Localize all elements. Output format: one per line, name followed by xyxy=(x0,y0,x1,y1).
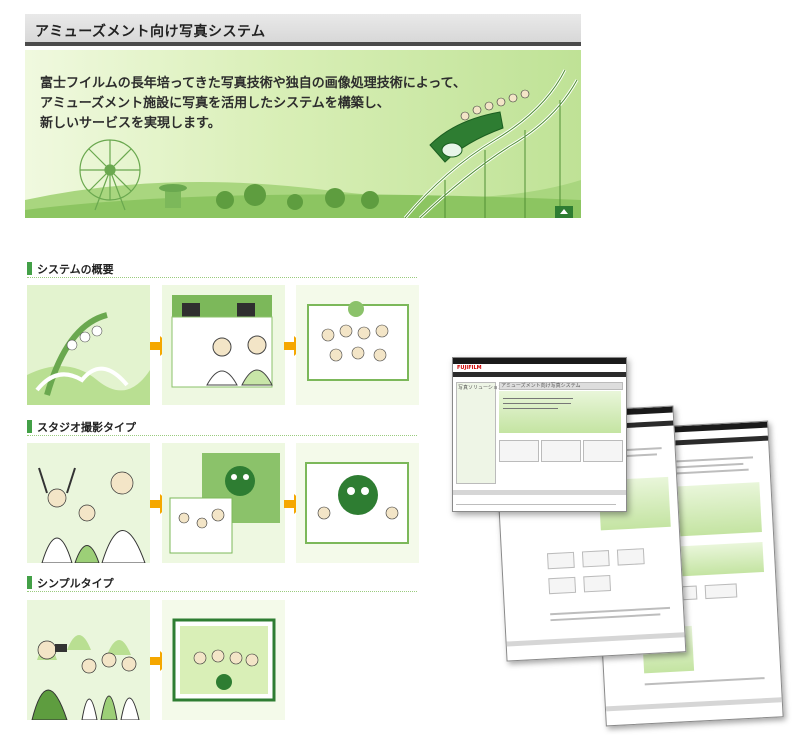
section-heading-overview: システムの概要 xyxy=(27,260,417,278)
thumb-title: アミューズメント向け写真システム xyxy=(501,383,581,389)
studio-panel-family xyxy=(27,443,150,563)
overview-panel-ride xyxy=(27,285,150,405)
hero-text-line-3: 新しいサービスを実現します。 xyxy=(40,116,221,131)
thumb-side-label: 写真ソリューション xyxy=(458,385,503,391)
section-title: システムの概要 xyxy=(37,263,114,276)
section-heading-studio: スタジオ撮影タイプ xyxy=(27,418,417,436)
fujifilm-logo: FUJIFILM xyxy=(457,365,482,371)
hero-text-line-2: アミューズメント施設に写真を活用したシステムを構築し、 xyxy=(40,96,390,111)
roller-coaster-illustration xyxy=(25,69,581,218)
hero-banner: 富士フイルムの長年培ってきた写真技術や独自の画像処理技術によって、 アミューズメ… xyxy=(25,50,581,218)
overview-panel-photo xyxy=(296,285,419,405)
banner-header: アミューズメント向け写真システム xyxy=(25,14,581,46)
section-title: スタジオ撮影タイプ xyxy=(37,421,136,434)
studio-panel-photo xyxy=(296,443,419,563)
page-thumbnail-front: FUJIFILM 写真ソリューション アミューズメント向け写真システム xyxy=(452,357,627,512)
simple-panel-photo xyxy=(162,600,285,720)
hero-text-line-1: 富士フイルムの長年培ってきた写真技術や独自の画像処理技術によって、 xyxy=(40,76,467,91)
studio-panel-composite xyxy=(162,443,285,563)
simple-panel-family xyxy=(27,600,150,720)
section-title: シンプルタイプ xyxy=(37,577,114,590)
overview-panel-shop xyxy=(162,285,285,405)
page-top-button[interactable] xyxy=(555,206,573,218)
banner-title: アミューズメント向け写真システム xyxy=(35,24,266,40)
section-heading-simple: シンプルタイプ xyxy=(27,574,417,592)
